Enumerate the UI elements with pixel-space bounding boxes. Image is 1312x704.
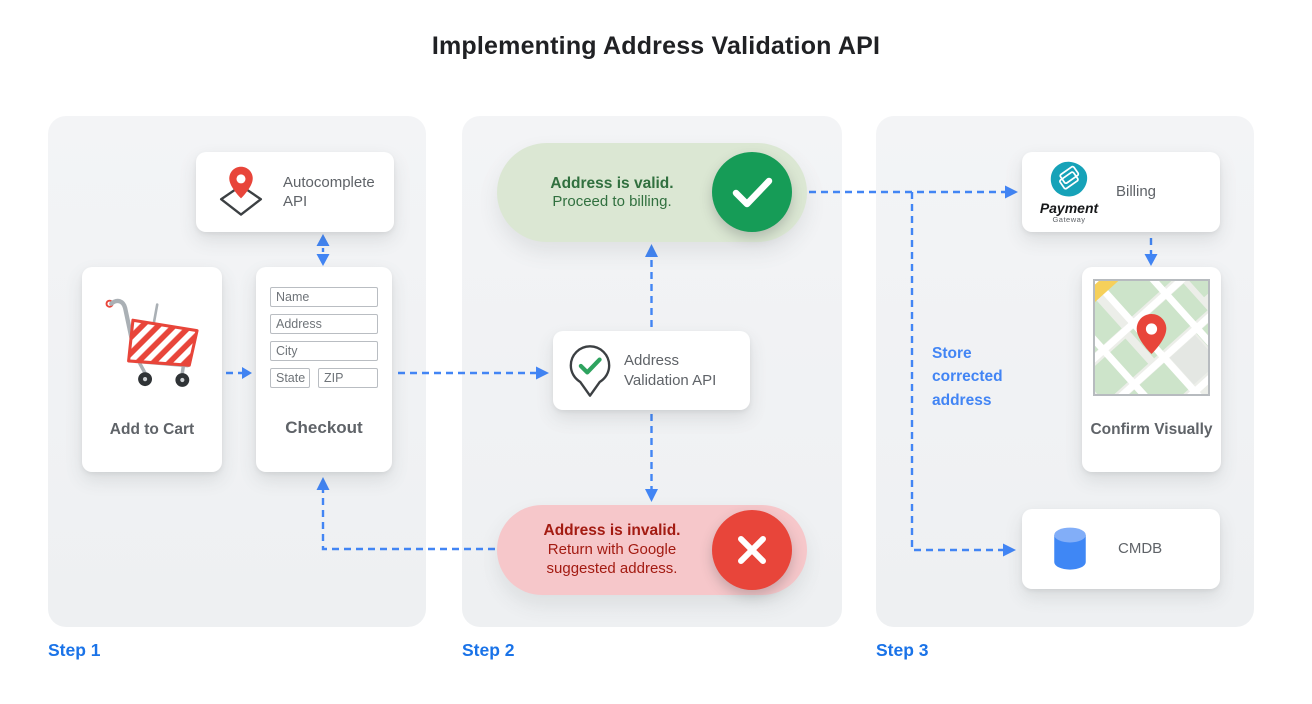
- step1-label: Step 1: [48, 640, 101, 660]
- x-icon: [712, 510, 792, 590]
- payment-logo-subtitle: Gateway: [1052, 214, 1086, 224]
- step3-label: Step 3: [876, 640, 929, 660]
- store-corrected-address-note: Store corrected address: [932, 345, 1003, 409]
- diagram-title: Implementing Address Validation API: [431, 32, 881, 60]
- valid-result-subtitle: Proceed to billing.: [552, 193, 672, 210]
- payment-gateway-icon: [1050, 161, 1088, 196]
- address-validation-api-card: Address Validation API: [553, 331, 750, 410]
- address-field: Address: [270, 314, 378, 334]
- payment-logo-title: Payment: [1039, 199, 1099, 216]
- shopping-cart-icon: [105, 298, 199, 387]
- city-field: City: [270, 341, 378, 361]
- add-to-cart-label: Add to Cart: [109, 421, 195, 438]
- valid-result-title: Address is valid.: [550, 175, 674, 192]
- autocomplete-api-label: Autocomplete API: [283, 173, 375, 211]
- add-to-cart-card: Add to Cart: [82, 267, 222, 472]
- checkout-label: Checkout: [285, 418, 363, 437]
- payment-gateway-logo: Payment Gateway: [1038, 161, 1100, 224]
- step2-label: Step 2: [462, 640, 515, 660]
- confirm-visually-card: Confirm Visually: [973, 153, 1312, 521]
- billing-label: Billing: [1116, 183, 1157, 201]
- invalid-result-title: Address is invalid.: [543, 521, 681, 539]
- checkout-card: Name Address City State ZIP Checkout: [256, 267, 392, 472]
- confirm-visually-label: Confirm Visually: [1090, 421, 1213, 438]
- cmdb-card: CMDB: [1022, 509, 1220, 589]
- valid-result-pill: Address is valid. Proceed to billing.: [497, 143, 807, 242]
- state-field: State: [270, 368, 310, 388]
- name-field: Name: [270, 287, 378, 307]
- address-validation-api-label: Address Validation API: [624, 352, 717, 389]
- autocomplete-api-card: Autocomplete API: [196, 152, 394, 232]
- map-thumbnail: [973, 153, 1312, 521]
- check-icon: [712, 152, 792, 232]
- invalid-result-subtitle: Return with Google suggested address.: [546, 540, 678, 578]
- billing-card: Payment Gateway Billing: [1022, 152, 1220, 232]
- database-icon: [1054, 527, 1086, 570]
- zip-field: ZIP: [318, 368, 378, 388]
- map-pin-diamond-icon: [219, 166, 263, 216]
- pin-check-icon: [569, 344, 611, 397]
- invalid-result-pill: Address is invalid. Return with Google s…: [497, 505, 807, 595]
- cmdb-label: CMDB: [1118, 540, 1163, 558]
